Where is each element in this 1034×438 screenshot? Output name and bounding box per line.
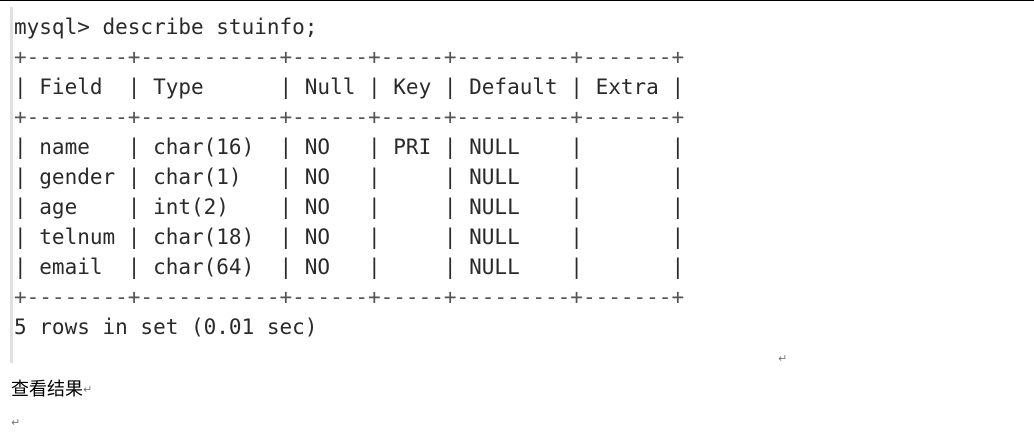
- table-border-bottom: +--------+-----------+------+-----+-----…: [14, 285, 685, 309]
- result-summary: 5 rows in set (0.01 sec): [14, 315, 318, 339]
- table-row: | age | int(2) | NO | | NULL | |: [14, 195, 685, 219]
- top-border: [0, 0, 1034, 1]
- table-row: | gender | char(1) | NO | | NULL | |: [14, 165, 685, 189]
- caption-text: 查看结果: [11, 379, 83, 400]
- mysql-command-line: mysql> describe stuinfo;: [14, 15, 318, 39]
- table-header-row: | Field | Type | Null | Key | Default | …: [14, 75, 685, 99]
- table-row: | name | char(16) | NO | PRI | NULL | |: [14, 135, 685, 159]
- paragraph-mark-icon: ↵: [83, 383, 93, 396]
- table-border-top: +--------+-----------+------+-----+-----…: [14, 45, 685, 69]
- table-row: | email | char(64) | NO | | NULL | |: [14, 255, 685, 279]
- table-row: | telnum | char(18) | NO | | NULL | |: [14, 225, 685, 249]
- paragraph-mark-icon: ↵: [11, 416, 21, 429]
- paragraph-mark-icon: ↵: [778, 352, 788, 365]
- document-caption[interactable]: 查看结果↵: [11, 377, 92, 403]
- table-border-middle: +--------+-----------+------+-----+-----…: [14, 105, 685, 129]
- terminal-left-bar: [10, 7, 13, 363]
